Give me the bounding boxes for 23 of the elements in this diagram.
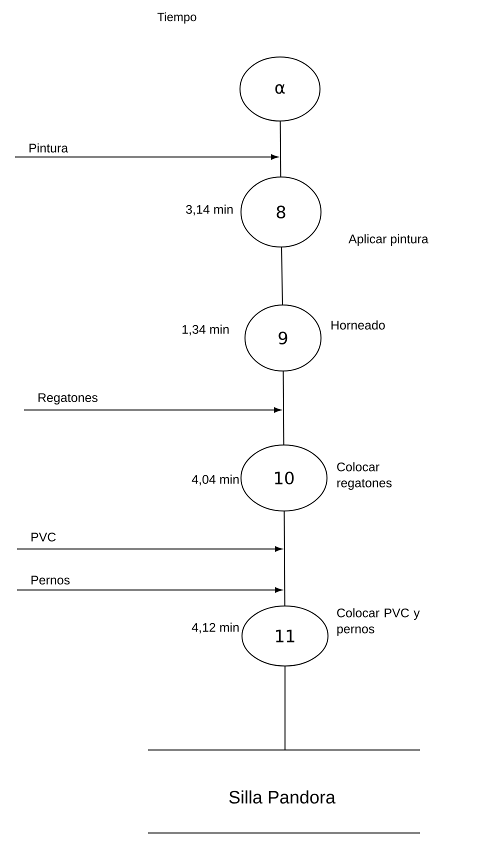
material-label: Regatones — [38, 393, 98, 404]
axis-label: Tiempo — [157, 12, 196, 24]
operation-label: Horneado — [332, 320, 385, 330]
time-label: 4,04 min — [192, 474, 239, 486]
operation-label: Colocar PVC y pernos — [337, 608, 420, 636]
material-label: PVC — [32, 532, 56, 542]
connector-line — [280, 121, 282, 177]
input-arrow — [16, 546, 282, 552]
material-label: Pintura — [30, 143, 68, 153]
time-label: 3,14 min — [186, 204, 233, 216]
operation-label: Colocar regatones — [337, 462, 392, 490]
input-arrow — [16, 587, 282, 593]
connector-line — [281, 247, 283, 305]
connector-line — [284, 666, 286, 750]
connector-line — [284, 511, 286, 606]
time-label: 4,12 min — [192, 622, 239, 634]
input-arrow — [14, 154, 278, 160]
connector-line — [282, 371, 284, 445]
time-label: 1,34 min — [182, 324, 229, 336]
operation-label: Aplicar pintura — [348, 234, 428, 246]
input-arrow — [24, 407, 282, 413]
material-label: Pernos — [32, 576, 70, 584]
product-label: Silla Pandora — [229, 790, 336, 804]
